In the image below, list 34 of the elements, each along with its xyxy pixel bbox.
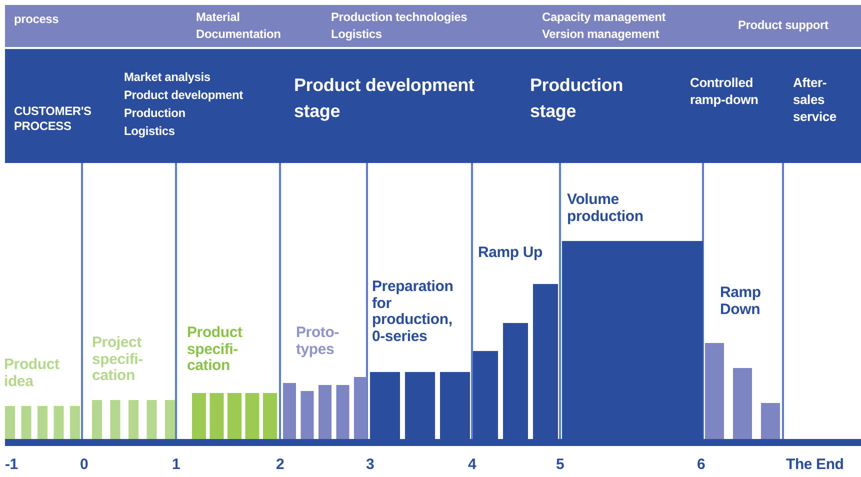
phase-label: Product specifi- cation — [187, 325, 244, 374]
axis-label: 1 — [172, 456, 180, 474]
axis-label: The End — [786, 456, 844, 474]
stage-heading: CUSTOMER'S PROCESS — [14, 104, 92, 134]
axis-label: 4 — [468, 456, 476, 474]
phase-label: Volume production — [567, 192, 644, 225]
phase-label: Ramp Down — [720, 285, 762, 318]
stage-heading: Product development — [124, 88, 243, 103]
band-label: Documentation — [196, 27, 281, 42]
axis-label: 2 — [276, 456, 284, 474]
phase-label: Product idea — [4, 357, 60, 390]
band-label: Capacity management — [542, 10, 666, 25]
band-label: Version management — [542, 27, 660, 42]
axis-label: -1 — [5, 456, 18, 474]
axis-label: 3 — [366, 456, 374, 474]
band-label: Material — [196, 10, 240, 25]
band-label: Logistics — [331, 27, 382, 42]
axis-label: 5 — [556, 456, 564, 474]
phase-label: Preparation for production, 0-series — [372, 279, 454, 345]
stage-heading: Production — [124, 106, 186, 121]
axis-label: 0 — [80, 456, 88, 474]
stage-heading: Product development stage — [294, 74, 476, 124]
stage-heading: Logistics — [124, 124, 175, 139]
phase-label: Proto- types — [296, 325, 340, 358]
axis-label: 6 — [697, 456, 706, 474]
stage-heading: Production stage — [530, 74, 624, 124]
band-label: Product support — [738, 18, 828, 33]
band-label: process — [14, 12, 59, 27]
stage-heading: After-sales service — [793, 75, 838, 126]
phase-label: Project specifi- cation — [92, 335, 144, 384]
band-label: Production technologies — [331, 10, 468, 25]
stage-heading: Controlled ramp-down — [690, 75, 760, 109]
phase-label: Ramp Up — [478, 245, 542, 262]
stage-heading: Market analysis — [124, 70, 210, 85]
